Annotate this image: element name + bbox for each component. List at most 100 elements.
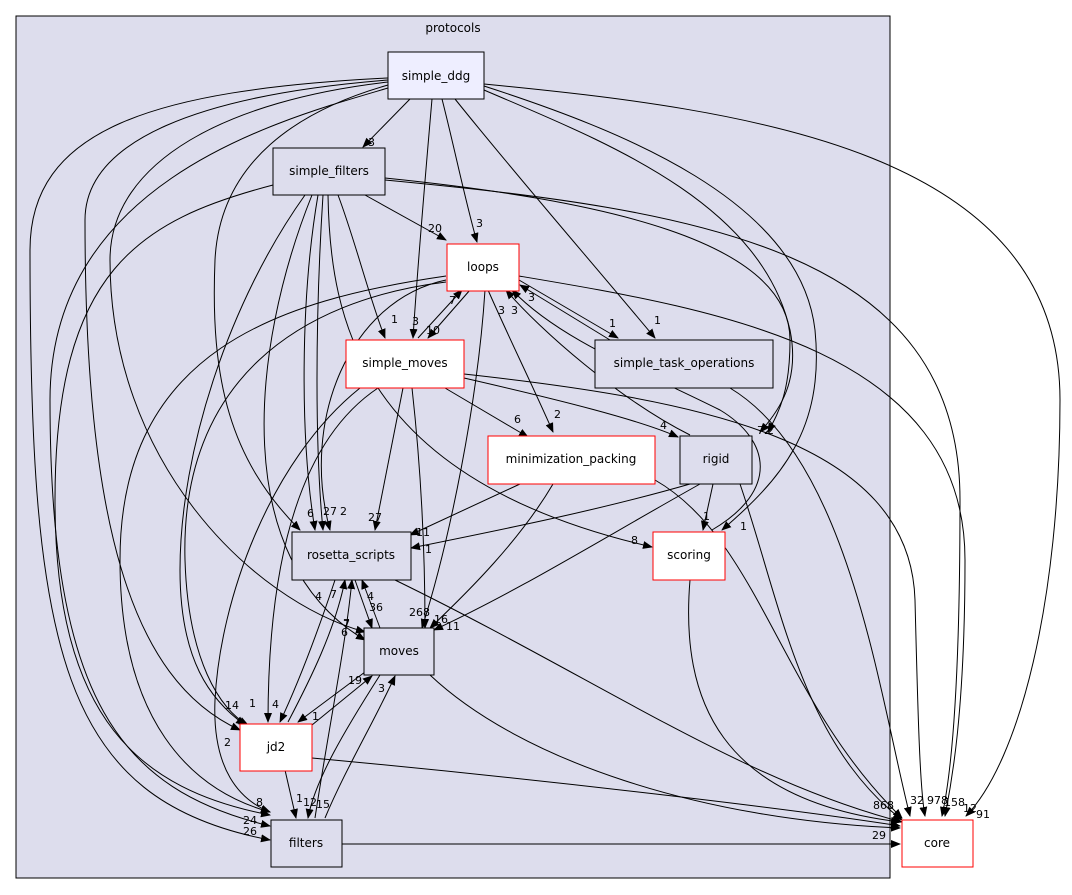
edge-moves-rosetta_scripts <box>361 579 381 629</box>
cluster-label: protocols <box>425 21 480 35</box>
edge-label: 1 <box>296 792 303 805</box>
edge-filters-moves <box>324 675 396 819</box>
node-simple_task_operations[interactable]: simple_task_operations <box>594 339 774 389</box>
edge-jd2-filters <box>284 769 298 819</box>
edge-label: 3 <box>476 217 483 230</box>
edge-simple_filters-rigid <box>384 177 791 433</box>
edges <box>29 77 1061 848</box>
edge-simple_filters-loops <box>364 194 447 241</box>
edge-simple_moves-filters <box>214 387 361 813</box>
edge-rigid-core <box>739 483 903 821</box>
node-loops[interactable]: loops <box>446 243 520 292</box>
edge-label: 7 <box>343 618 350 631</box>
edge-jd2-rosetta_scripts <box>287 579 348 723</box>
edge-simple_moves-minimization_packing <box>444 387 529 438</box>
edge-simple_moves-loops <box>417 289 463 339</box>
node-label: simple_task_operations <box>614 356 755 370</box>
node-core[interactable]: core <box>901 819 974 868</box>
edge-label: 4 <box>272 698 279 711</box>
edge-label: 1 <box>654 314 661 327</box>
edge-simple_moves-jd2 <box>264 387 379 723</box>
edge-jd2-moves <box>311 675 373 726</box>
edge-label: 3 <box>368 136 375 149</box>
edge-label: 2 <box>767 424 774 437</box>
edge-minimization_packing-moves <box>429 483 554 629</box>
edge-label: 268 <box>409 606 430 619</box>
node-minimization_packing[interactable]: minimization_packing <box>487 435 656 485</box>
edge-simple_ddg-simple_task_operations <box>454 98 656 339</box>
node-label: minimization_packing <box>506 452 637 466</box>
edge-label: 24 <box>243 814 257 827</box>
edge-rosetta_scripts-jd2 <box>279 579 336 723</box>
node-simple_ddg[interactable]: simple_ddg <box>387 51 485 100</box>
edge-rosetta_scripts-moves <box>354 579 373 629</box>
edge-label: 2 <box>224 736 231 749</box>
edge-simple_moves-rigid <box>463 377 679 438</box>
edge-scoring-loops <box>511 289 761 531</box>
edge-label: 6 <box>341 626 348 639</box>
edge-rigid-scoring <box>701 483 714 531</box>
edge-simple_task_operations-core <box>729 387 912 817</box>
edge-moves-core <box>429 674 901 832</box>
node-moves[interactable]: moves <box>363 627 435 676</box>
edge-label: 26 <box>243 825 257 838</box>
node-rosetta_scripts[interactable]: rosetta_scripts <box>291 531 412 581</box>
node-simple_moves[interactable]: simple_moves <box>345 339 465 389</box>
node-label: loops <box>467 260 499 274</box>
edge-label: 7 <box>330 588 337 601</box>
node-filters[interactable]: filters <box>270 819 343 868</box>
node-label: rosetta_scripts <box>307 548 395 562</box>
node-jd2[interactable]: jd2 <box>239 723 313 772</box>
edge-rigid-moves <box>433 483 701 631</box>
edge-label: 1 <box>249 697 256 710</box>
edge-label: 36 <box>369 601 383 614</box>
edge-simple_filters-rosetta_scripts-b <box>316 194 327 531</box>
edge-label: 11 <box>416 526 430 539</box>
node-scoring[interactable]: scoring <box>652 531 726 581</box>
node-label: simple_filters <box>289 164 369 178</box>
node-rigid[interactable]: rigid <box>679 435 753 485</box>
edge-simple_ddg-filters-b <box>49 87 389 828</box>
edge-label: 8 <box>256 796 263 809</box>
edge-simple_task_operations-loops <box>519 284 611 341</box>
edge-moves-jd2 <box>297 671 366 723</box>
edge-scoring-core <box>688 579 901 825</box>
edge-loops-simple_moves <box>427 289 471 339</box>
edge-label: 3 <box>511 304 518 317</box>
edge-label: 3 <box>498 304 505 317</box>
node-label: simple_ddg <box>402 69 470 83</box>
edge-label: 12 <box>963 802 977 815</box>
edge-label: 2 <box>340 505 347 518</box>
edge-label: 15 <box>316 798 330 811</box>
edge-label: 1 <box>425 543 432 556</box>
edge-label: 27 <box>323 505 337 518</box>
edge-simple_ddg-simple_moves <box>409 98 433 339</box>
edge-simple_ddg-jd2 <box>84 79 389 731</box>
edge-jd2-core <box>311 757 901 829</box>
edge-rigid-rosetta_scripts <box>410 483 691 551</box>
edge-simple_filters-rosetta_scripts-a <box>303 194 319 531</box>
node-label: moves <box>379 644 419 658</box>
edge-label: 1 <box>609 317 616 330</box>
node-simple_filters[interactable]: simple_filters <box>272 147 386 196</box>
edge-label: 1 <box>391 313 398 326</box>
edge-label: 4 <box>660 419 667 432</box>
edge-labels: 3 3 1 3 20 1 10 7 2 1 3 3 3 6 4 11 1 1 7… <box>224 136 990 842</box>
edge-simple_filters-simple_moves <box>337 194 386 339</box>
edge-simple_ddg-simple_filters <box>362 98 411 148</box>
edge-loops-minimization_packing <box>487 289 554 433</box>
edge-loops-core <box>518 275 966 817</box>
edge-label: 3 <box>528 291 535 304</box>
edge-label: 8 <box>631 534 638 547</box>
edge-label: 12 <box>303 796 317 809</box>
edge-label: 14 <box>225 699 239 712</box>
edge-label: 32 <box>910 794 924 807</box>
edge-simple_ddg-rosetta_scripts <box>213 84 389 531</box>
edge-simple_ddg-core <box>483 83 1061 817</box>
edge-simple_filters-filters <box>54 184 274 818</box>
edge-rosetta_scripts-core <box>394 579 903 824</box>
edge-label: 1 <box>312 710 319 723</box>
edge-moves-filters <box>305 674 381 819</box>
edge-rigid-loops <box>505 289 691 436</box>
